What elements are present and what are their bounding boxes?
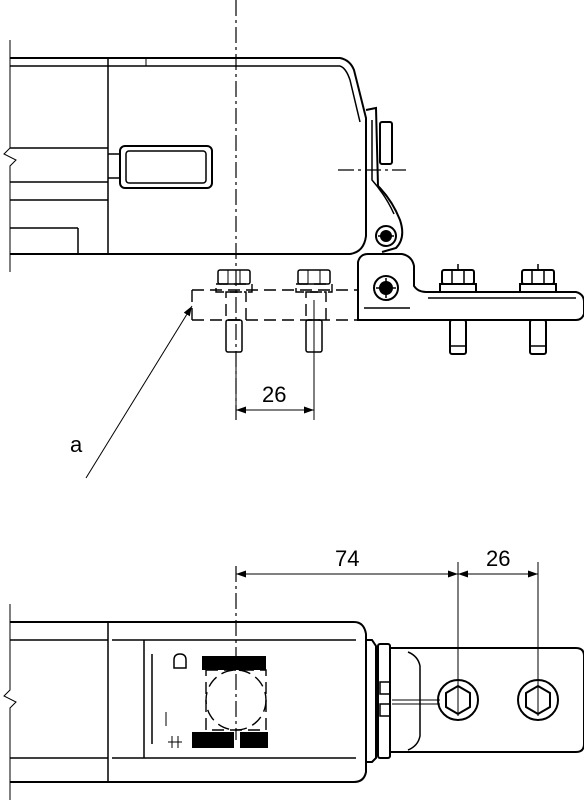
dimension-bottom-offset: 74 [236,546,458,578]
side-view: 26 a [3,0,584,479]
callout-a: a [70,305,193,479]
plan-view: 74 26 [3,546,584,800]
lock-icon [173,653,187,669]
dimension-bottom-spacing: 26 [458,546,538,578]
slot-outer [119,145,213,189]
dimension-top-spacing: 26 [235,300,315,420]
dimension-bottom-spacing-label: 26 [486,546,510,571]
end-cap [366,639,377,763]
extension-plate [390,647,584,753]
pivot-nut [375,225,397,247]
plan-body [10,621,367,783]
rail-body [10,57,367,255]
callout-a-label: a [70,432,83,457]
phantom-position [191,269,358,353]
break-line-bottom [3,604,17,800]
dimension-top-label: 26 [262,382,286,407]
label-plate [165,653,268,748]
dimension-bottom-offset-label: 74 [335,546,359,571]
bolt-right-1 [439,264,477,355]
bolt-right-2 [519,264,557,355]
slot-inner [125,150,207,184]
end-bracket [365,106,404,253]
break-line-top [3,40,17,272]
